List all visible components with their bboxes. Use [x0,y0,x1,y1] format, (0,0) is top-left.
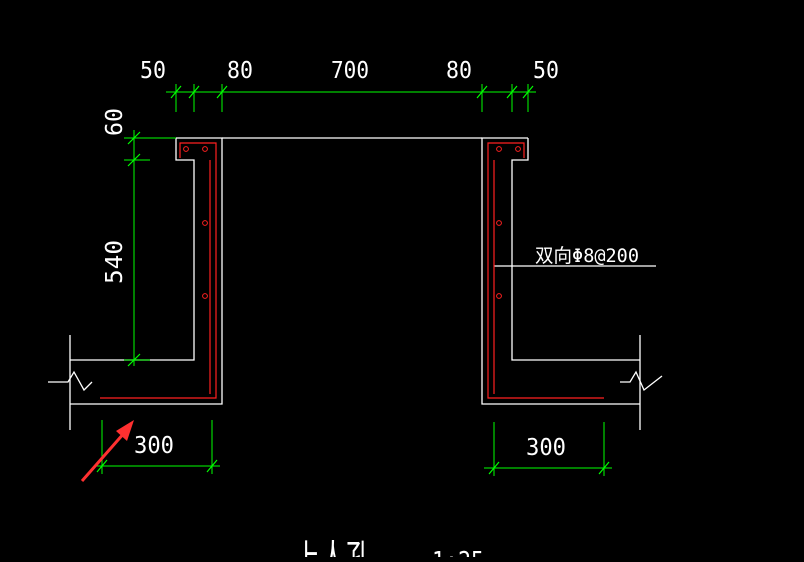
red-arrow-icon [80,420,134,482]
dim-tick [127,353,141,367]
break-line-icon [620,370,663,392]
dimension-lines [94,84,612,476]
dim-text-top-4: 80 [446,58,472,84]
right-rebar-outer [487,142,604,399]
dim-tick [216,85,228,99]
rebar-dot [496,220,502,226]
left-rebar-outer [100,142,217,399]
break-line-icon [48,370,93,392]
left-curb-inner [70,138,195,361]
dim-tick [127,153,141,167]
rebar-dot [183,146,189,152]
rebar-dots [183,146,521,299]
left-curb-outer [70,137,223,405]
dim-tick [206,459,218,473]
dim-tick [522,85,534,99]
rebar-dot [496,146,502,152]
hatch-outline [69,137,656,430]
rebar-dot [496,293,502,299]
rebar-note: 双向Φ8@200 [535,245,639,267]
dim-tick [488,461,500,475]
drawing-title: 上人孔 [294,537,372,557]
dim-tick [476,85,488,99]
dim-text-left-top: 60 [102,108,128,136]
dimension-ticks [96,85,610,475]
dim-tick [96,459,108,473]
dim-text-left-height: 540 [102,240,128,284]
dim-text-top-2: 80 [227,58,253,84]
rebar-dot [515,146,521,152]
dim-tick [188,85,200,99]
dim-tick [598,461,610,475]
rebar-dot [202,146,208,152]
right-curb-outer [481,137,640,405]
dim-text-bottom-right: 300 [526,435,566,461]
right-curb-inner [511,138,640,361]
drawing-scale: 1:25 [432,547,484,557]
dim-text-bottom-left: 300 [134,433,174,459]
rebar-dot [202,293,208,299]
dim-text-top-3: 700 [331,58,369,84]
dim-text-top-1: 50 [140,58,166,84]
dim-tick [506,85,518,99]
dim-tick [127,131,141,145]
dim-tick [170,85,182,99]
dim-text-top-5: 50 [533,58,559,84]
rebar-dot [202,220,208,226]
rebar-lines [100,142,604,399]
